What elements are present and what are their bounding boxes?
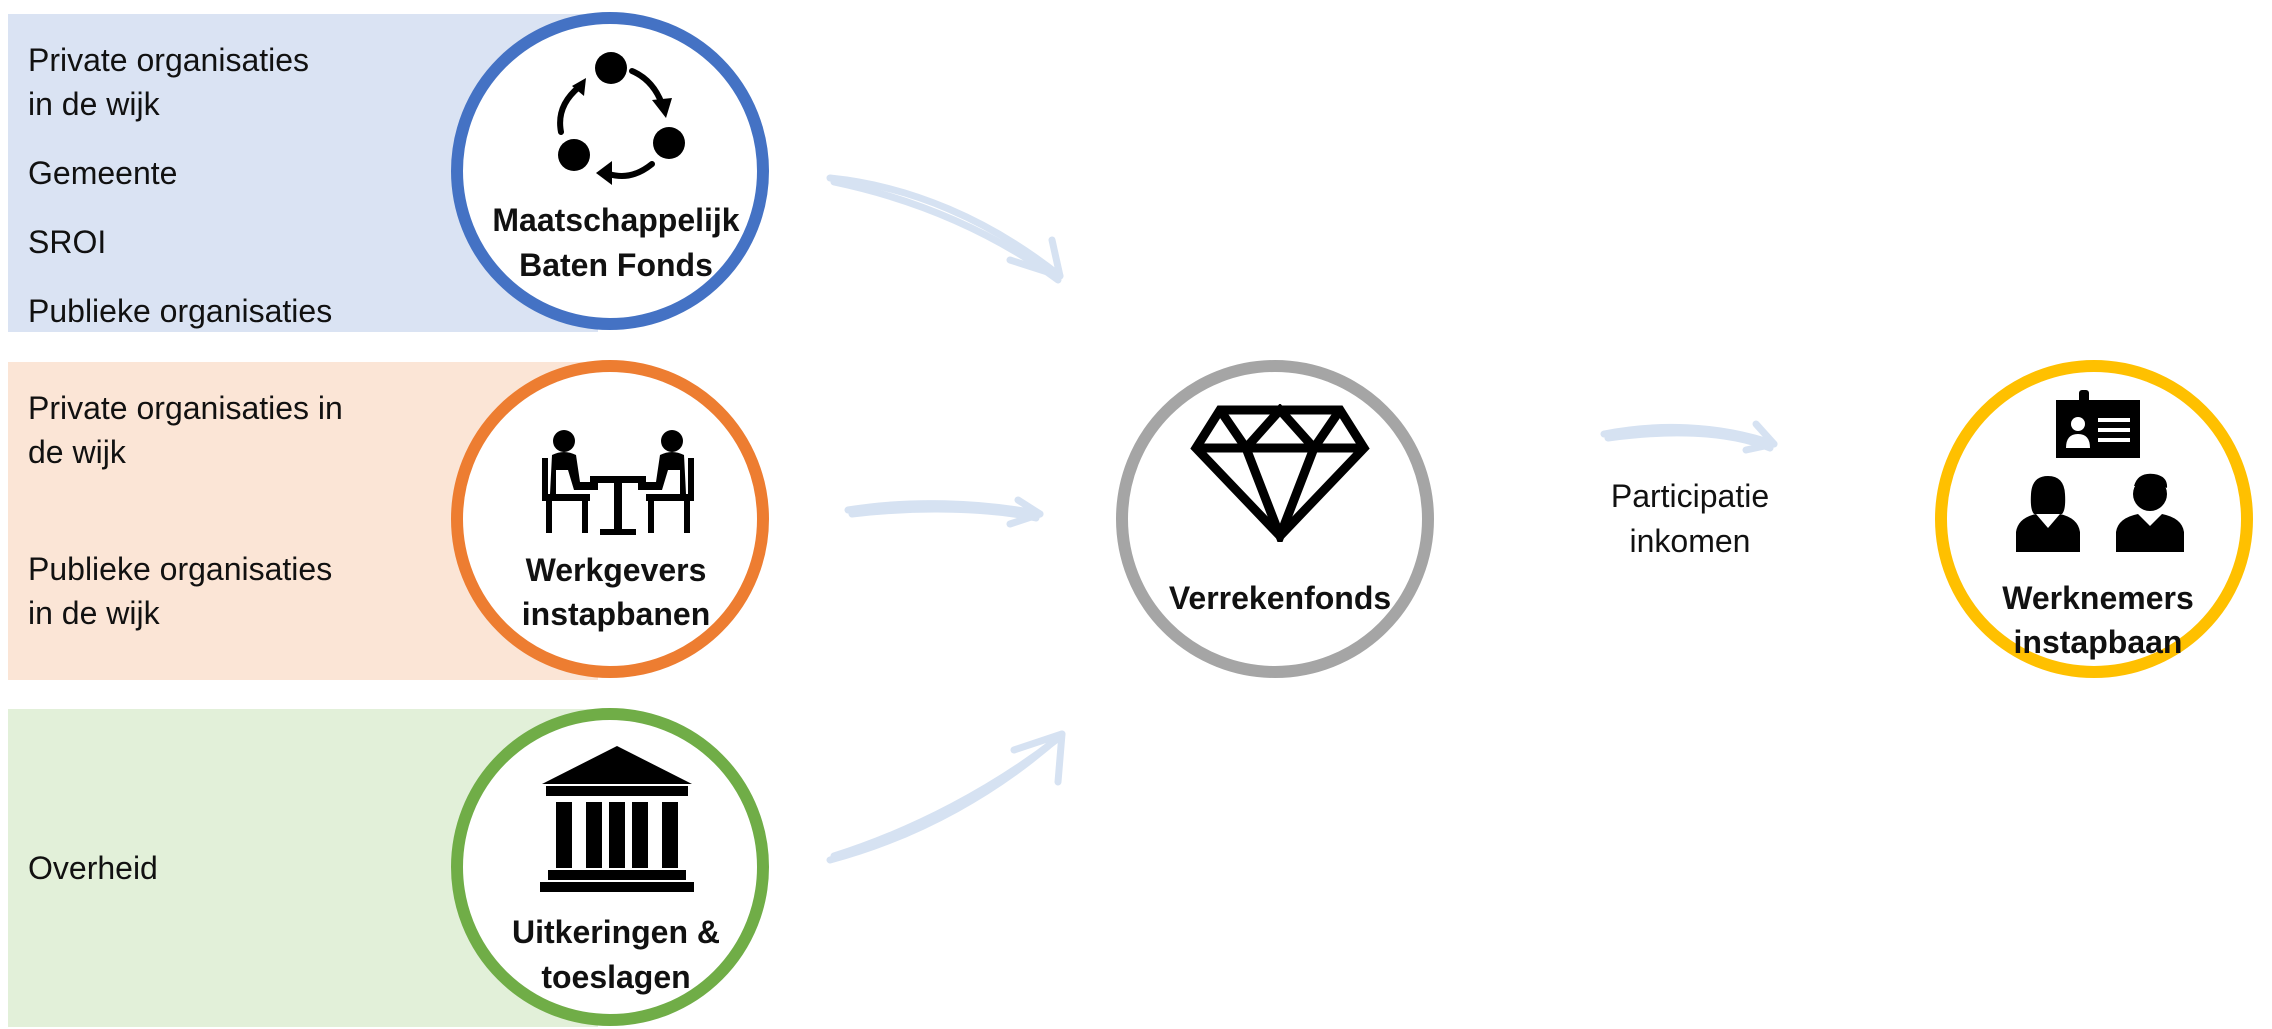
source-label: Gemeente bbox=[28, 155, 178, 191]
circle-label: Werkgevers bbox=[525, 552, 707, 588]
source-label: in de wijk bbox=[28, 86, 160, 122]
circle-label: Uitkeringen & bbox=[511, 914, 721, 950]
diamond-icon bbox=[1190, 404, 1370, 542]
circle-label: toeslagen bbox=[541, 959, 691, 995]
circle-label: Werknemers bbox=[2002, 580, 2194, 616]
source-label: Private organisaties in bbox=[28, 390, 343, 426]
circle-label: instapbanen bbox=[521, 596, 711, 632]
arrow-to-target bbox=[1600, 420, 1778, 454]
arrow-to-center bbox=[844, 496, 1044, 528]
source-label: Publieke organisaties bbox=[28, 293, 333, 329]
arrow-to-center bbox=[826, 174, 1064, 284]
circle-label: Maatschappelijk bbox=[492, 202, 740, 238]
flow-label: Participatie inkomen bbox=[1570, 474, 1810, 564]
source-label: Private organisaties bbox=[28, 42, 310, 78]
source-label: Publieke organisaties bbox=[28, 551, 333, 587]
source-label: SROI bbox=[28, 224, 107, 260]
arrow-to-center bbox=[826, 730, 1066, 864]
government-building-icon bbox=[540, 746, 694, 892]
circle-label: Baten Fonds bbox=[519, 247, 713, 283]
source-label: in de wijk bbox=[28, 595, 160, 631]
employees-badge-icon bbox=[2016, 390, 2184, 552]
cycle-icon bbox=[557, 52, 685, 185]
circle-label: instapbaan bbox=[2013, 624, 2183, 660]
meeting-icon bbox=[542, 430, 694, 535]
source-label: de wijk bbox=[28, 434, 126, 470]
circle-label: Verrekenfonds bbox=[1168, 580, 1392, 616]
flow-label-line: inkomen bbox=[1629, 523, 1751, 559]
source-label: Overheid bbox=[28, 850, 158, 886]
flow-label-line: Participatie bbox=[1610, 478, 1770, 514]
